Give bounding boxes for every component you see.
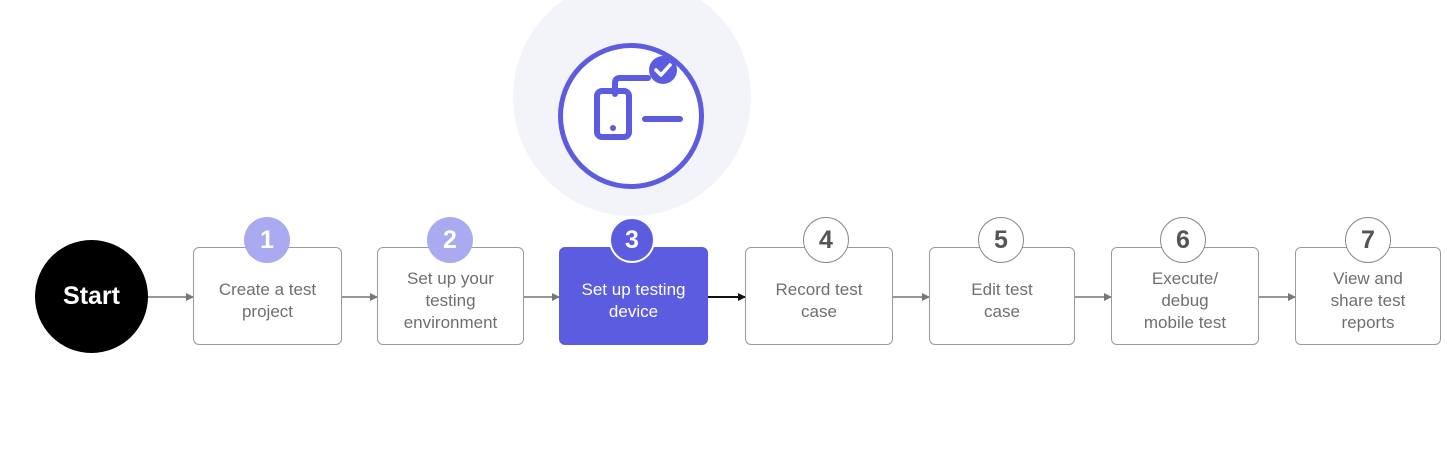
step-6-badge: 6 [1160, 217, 1206, 263]
step-2-line-2: testing [425, 291, 476, 310]
step-1-line-2: project [241, 302, 293, 321]
step-5-badge: 5 [978, 217, 1024, 263]
step-2-line-3: environment [403, 313, 498, 332]
step-6-line-2: debug [1161, 291, 1209, 310]
step-2-line-1: Set up your [407, 269, 494, 288]
start-label: Start [63, 282, 120, 310]
step-4-line-1: Record test [775, 280, 863, 299]
step-2-box: Set up your testing environment [377, 247, 524, 345]
step-4-box: Record test case [745, 247, 893, 345]
step-1-badge: 1 [244, 217, 290, 263]
step-4-line-2: case [801, 302, 837, 321]
step-7-line-2: share test [1330, 291, 1406, 310]
step-1-box: Create a test project [193, 247, 342, 345]
step-3-line-2: device [608, 302, 659, 321]
step-7-badge: 7 [1345, 217, 1391, 263]
step-7-line-3: reports [1341, 313, 1395, 332]
step-3-line-1: Set up testing [581, 280, 686, 299]
step-6-line-3: mobile test [1143, 313, 1227, 332]
hero-icon-circle [558, 43, 704, 189]
devices-check-icon [594, 56, 683, 140]
step-2-badge: 2 [427, 217, 473, 263]
step-4-badge: 4 [803, 217, 849, 263]
step-3-box: Set up testing device [559, 247, 708, 345]
step-5-line-2: case [984, 302, 1020, 321]
step-6-line-1: Execute/ [1151, 269, 1219, 288]
step-7-line-1: View and [1333, 269, 1403, 288]
step-1-line-1: Create a test [218, 280, 317, 299]
step-5-line-1: Edit test [971, 280, 1033, 299]
step-6-box: Execute/ debug mobile test [1111, 247, 1259, 345]
step-3-badge: 3 [609, 217, 655, 263]
step-5-box: Edit test case [929, 247, 1075, 345]
start-node: Start [35, 240, 148, 353]
